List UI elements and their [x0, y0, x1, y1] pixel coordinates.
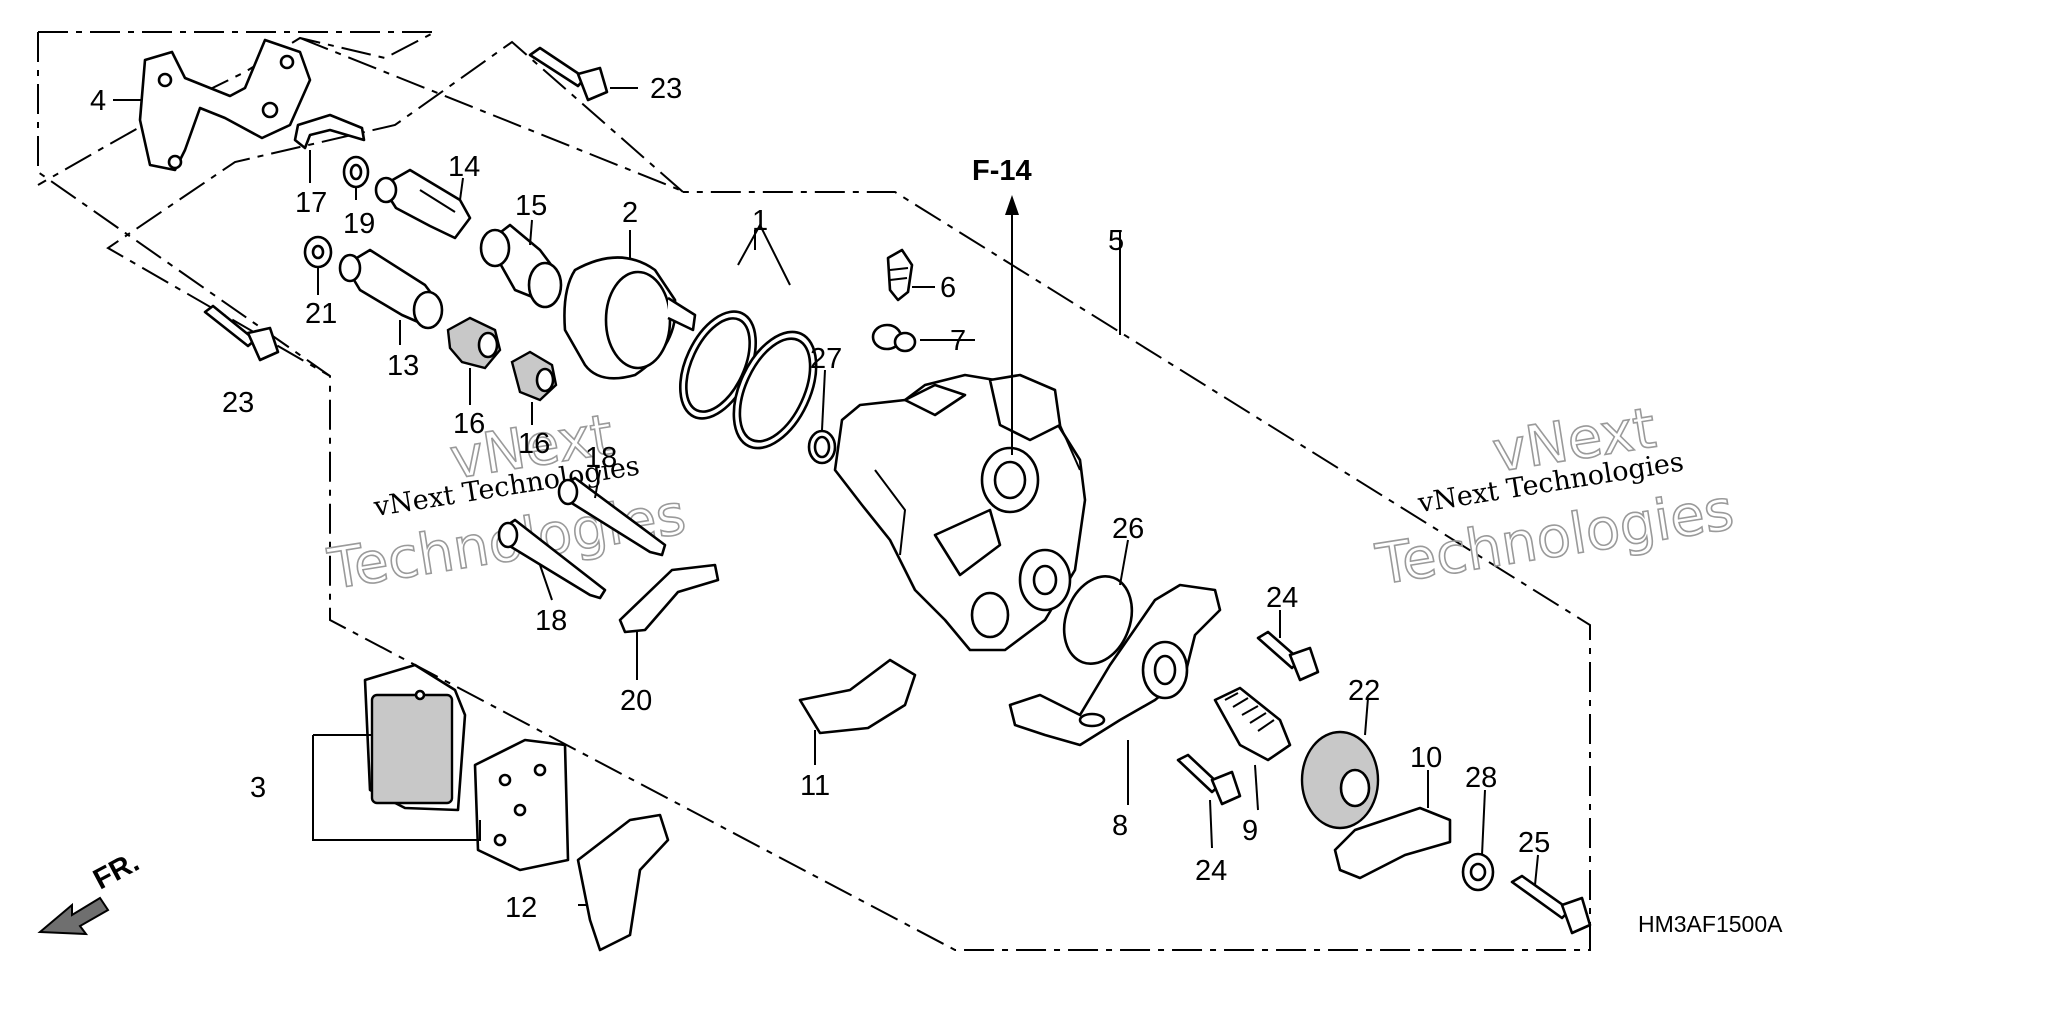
callout-28: 28 [1465, 762, 1497, 794]
callout-2: 2 [622, 197, 638, 229]
direction-label: FR. [88, 846, 144, 896]
callout-22: 22 [1348, 675, 1380, 707]
callout-27: 27 [810, 343, 842, 375]
callout-18-lower: 18 [535, 605, 567, 637]
callout-10: 10 [1410, 742, 1442, 774]
callout-25: 25 [1518, 827, 1550, 859]
watermark-right: vNext Technologies vNext Technologies [1371, 395, 1739, 599]
callout-21: 21 [305, 298, 337, 330]
f14-reference-arrow [1005, 195, 1019, 455]
part-26-seal [1062, 575, 1134, 665]
part-3-pad-inner [473, 738, 570, 872]
callout-15: 15 [515, 190, 547, 222]
part-21-washer [303, 235, 333, 269]
part-4-bracket [138, 38, 312, 172]
part-23-bolt-lower [203, 304, 280, 362]
callout-13: 13 [387, 350, 419, 382]
leader-lines [113, 87, 1539, 906]
part-20-plate [618, 563, 720, 634]
part-25-bolt [1510, 874, 1592, 935]
part-3-pad-outer [363, 663, 467, 812]
callout-3: 3 [250, 772, 266, 804]
callout-11: 11 [800, 770, 830, 802]
callout-24-upper: 24 [1266, 582, 1298, 614]
callout-23-lower: 23 [222, 387, 254, 419]
header-ref-f14: F-14 [972, 155, 1032, 187]
callout-7: 7 [950, 325, 966, 357]
part-7-cap [871, 323, 917, 353]
callout-17: 17 [295, 187, 327, 219]
part-11-spring [798, 658, 917, 735]
part-18-pin-upper [557, 476, 667, 557]
part-17-clip [293, 113, 366, 150]
part-15-sleeve [479, 223, 563, 309]
part-9-spring [1213, 686, 1292, 762]
callout-1: 1 [752, 205, 768, 237]
part-24-bolt-lower [1176, 753, 1242, 806]
front-direction-arrow: FR. [37, 846, 145, 936]
part-2-piston [563, 256, 697, 380]
diagram-code: HM3AF1500A [1638, 911, 1783, 937]
callout-8: 8 [1112, 810, 1128, 842]
part-1-seals [678, 222, 818, 450]
part-27-ring [807, 429, 837, 465]
callout-9: 9 [1242, 815, 1258, 847]
callout-16-a: 16 [453, 408, 485, 440]
callout-19: 19 [343, 208, 375, 240]
part-23-bolt-upper [528, 46, 609, 102]
part-19-washer [342, 155, 370, 189]
callout-20: 20 [620, 685, 652, 717]
callout-14: 14 [448, 151, 480, 183]
part-8-arm [1008, 583, 1222, 747]
part-13-pin [338, 248, 444, 330]
part-16-boot-a [446, 316, 502, 370]
part-22-adjuster [1300, 730, 1380, 830]
callouts: 4 23 17 19 14 15 2 1 F-14 5 6 7 27 21 13… [90, 73, 1550, 924]
callout-4: 4 [90, 85, 106, 117]
callout-18-upper: 18 [585, 442, 617, 474]
part-28-nut [1461, 852, 1495, 892]
callout-26: 26 [1112, 513, 1144, 545]
part-16-boot-b [510, 350, 558, 402]
callout-5: 5 [1108, 225, 1124, 257]
part-14-pin [374, 168, 472, 240]
callout-24-lower: 24 [1195, 855, 1227, 887]
callout-12: 12 [505, 892, 537, 924]
part-6-bleeder [886, 248, 914, 302]
part-24-bolt-upper [1256, 630, 1320, 682]
callout-6: 6 [940, 272, 956, 304]
part-12-retainer [576, 813, 670, 952]
callout-23-upper: 23 [650, 73, 682, 105]
callout-16-b: 16 [518, 428, 550, 460]
caliper-body [833, 373, 1087, 652]
part-10-lever [1333, 806, 1452, 880]
part-18-pin-lower [497, 518, 607, 600]
watermark-left: vNext Technologies vNext Technologies [323, 402, 691, 604]
